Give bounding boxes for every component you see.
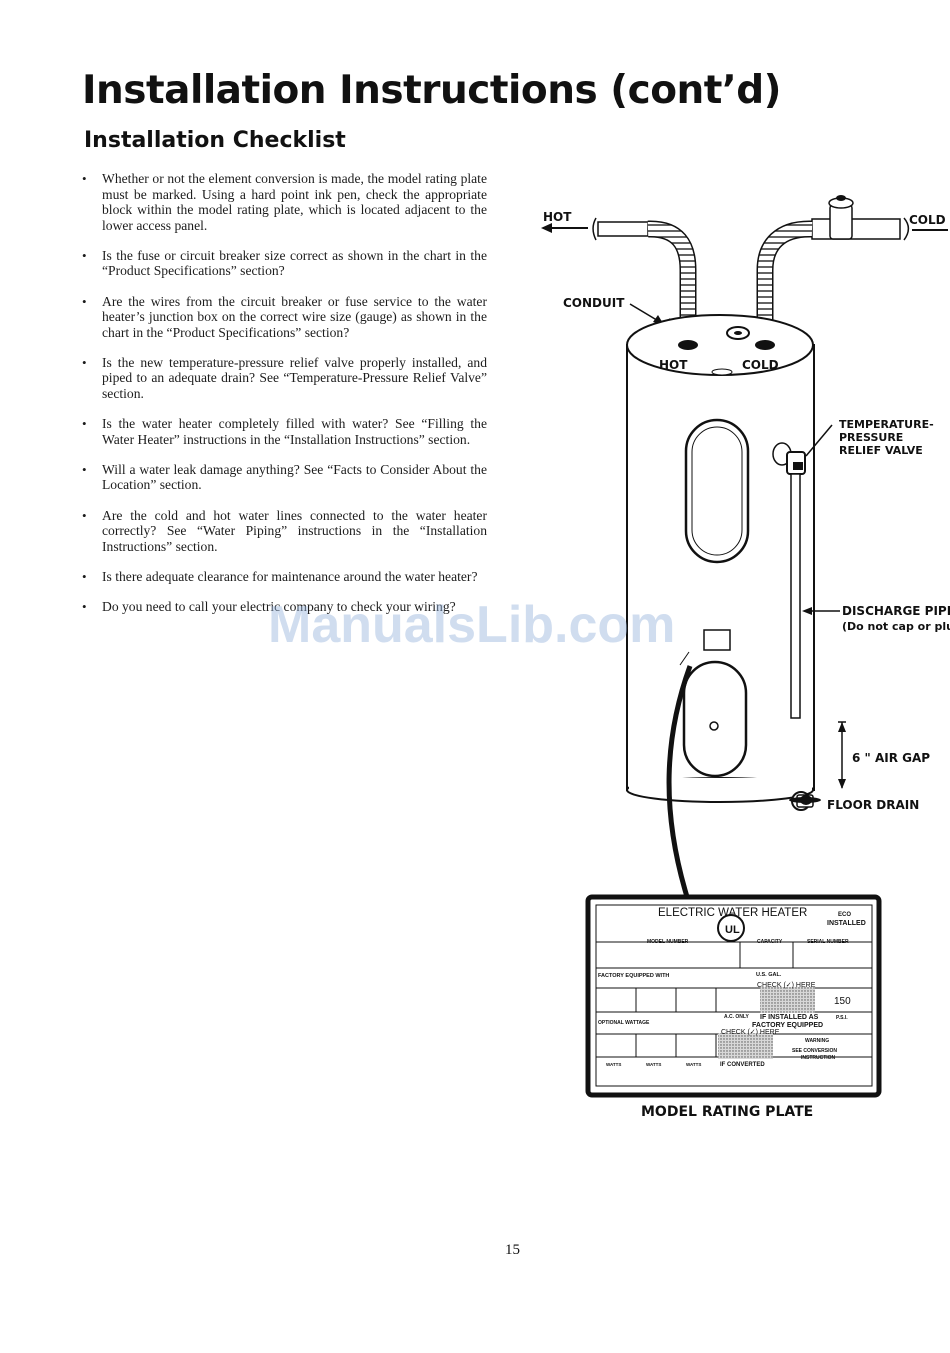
ul-mark: UL — [725, 924, 740, 936]
hot-outlet-label: HOT — [659, 358, 688, 372]
bullet-icon: • — [82, 171, 87, 186]
air-gap-dimension — [838, 721, 846, 789]
cold-line — [811, 195, 948, 241]
checklist-text: Will a water leak damage anything? See “… — [102, 461, 487, 493]
bullet-icon: • — [82, 598, 87, 614]
plate-watts-2: WATTS — [646, 1062, 661, 1067]
checklist-text: Do you need to call your electric compan… — [102, 598, 456, 614]
bullet-icon: • — [82, 247, 87, 263]
plate-capacity: CAPACITY — [757, 939, 783, 945]
air-gap-label: 6 " AIR GAP — [852, 751, 930, 765]
plate-factory-equipped: FACTORY EQUIPPED — [752, 1022, 823, 1029]
plate-heading: ELECTRIC WATER HEATER — [658, 907, 807, 919]
checklist-text: Is the water heater completely filled wi… — [102, 416, 487, 447]
page-number: 15 — [505, 1242, 520, 1258]
plate-watts-1: WATTS — [606, 1062, 621, 1067]
upper-access-panel — [684, 418, 750, 564]
page-title: Installation Instructions (cont’d) — [82, 68, 781, 113]
bullet-icon: • — [82, 416, 87, 432]
list-item: • Are the cold and hot water lines connec… — [82, 508, 487, 555]
floor-drain — [789, 797, 821, 803]
plate-serial-number: SERIAL NUMBER — [807, 939, 849, 945]
plate-callout-line — [666, 665, 693, 901]
checklist-text: Is the new temperature-pressure relief v… — [102, 354, 487, 402]
plate-value-150: 150 — [834, 996, 851, 1007]
tp-relief-valve — [772, 442, 806, 475]
tp-valve-label-1: TEMPERATURE- — [839, 418, 934, 431]
list-item: • Are the wires from the circuit breaker … — [82, 294, 487, 341]
discharge-pipe-note: (Do not cap or plug) — [842, 620, 950, 633]
list-item: • Is the fuse or circuit breaker size cor… — [82, 248, 487, 279]
checklist-text: Is the fuse or circuit breaker size corr… — [102, 247, 487, 279]
bullet-icon: • — [82, 293, 87, 309]
discharge-pipe — [790, 473, 801, 719]
plate-watts-3: WATTS — [686, 1062, 701, 1067]
plate-if-installed-as: IF INSTALLED AS — [760, 1014, 819, 1021]
checklist-text: Whether or not the element conversion is… — [102, 171, 487, 233]
discharge-pipe-label: DISCHARGE PIPE — [842, 604, 950, 618]
floor-drain-label: FLOOR DRAIN — [827, 798, 919, 812]
plate-us-gal: U.S. GAL. — [756, 972, 782, 978]
lower-access-panel — [682, 660, 748, 778]
cold-inlet-label: COLD — [742, 358, 779, 372]
rating-plate-location — [703, 629, 731, 651]
tp-valve-label-3: RELIEF VALVE — [839, 444, 923, 457]
plate-see-conversion-1: SEE CONVERSION — [792, 1048, 837, 1054]
plate-eco-1: ECO — [838, 912, 851, 918]
plate-check-here-2: CHECK (✓) HERE — [721, 1029, 780, 1036]
plate-ac-only: A.C. ONLY — [724, 1014, 749, 1020]
plate-see-conversion-2: INSTRUCTION — [801, 1055, 836, 1061]
bullet-icon: • — [82, 507, 87, 523]
plate-eco-2: INSTALLED — [827, 920, 866, 927]
list-item: • Is the new temperature-pressure relief … — [82, 355, 487, 402]
bullet-icon: • — [82, 461, 87, 477]
plate-if-converted: IF CONVERTED — [720, 1062, 765, 1068]
checklist-text: Is there adequate clearance for maintena… — [102, 568, 478, 584]
plate-warning: WARNING — [805, 1038, 829, 1044]
hot-line — [541, 217, 649, 241]
bullet-icon: • — [82, 568, 87, 584]
list-item: • Will a water leak damage anything? See … — [82, 462, 487, 493]
model-rating-plate-caption: MODEL RATING PLATE — [641, 1104, 813, 1120]
checklist-text: Are the wires from the circuit breaker o… — [102, 293, 487, 340]
plate-psi: P.S.I. — [836, 1015, 848, 1021]
section-title: Installation Checklist — [84, 128, 346, 153]
conduit-label: CONDUIT — [563, 296, 625, 310]
checklist-text: Are the cold and hot water lines connect… — [102, 507, 487, 554]
plate-optional-wattage: OPTIONAL WATTAGE — [598, 1020, 650, 1026]
list-item: • Is there adequate clearance for mainten… — [82, 569, 487, 585]
plate-model-number: MODEL NUMBER — [647, 939, 689, 945]
hot-line-label: HOT — [543, 210, 572, 224]
list-item: • Do you need to call your electric compa… — [82, 599, 487, 615]
bullet-icon: • — [82, 354, 87, 370]
model-rating-plate — [585, 894, 882, 1098]
tp-valve-label-2: PRESSURE — [839, 431, 903, 444]
list-item: • Whether or not the element conversion i… — [82, 171, 487, 233]
cold-line-label: COLD — [909, 213, 946, 227]
plate-check-here-1: CHECK (✓) HERE — [757, 982, 816, 989]
installation-checklist: • Whether or not the element conversion i… — [82, 171, 487, 629]
list-item: • Is the water heater completely filled w… — [82, 416, 487, 447]
plate-factory-equipped-with: FACTORY EQUIPPED WITH — [598, 973, 669, 979]
